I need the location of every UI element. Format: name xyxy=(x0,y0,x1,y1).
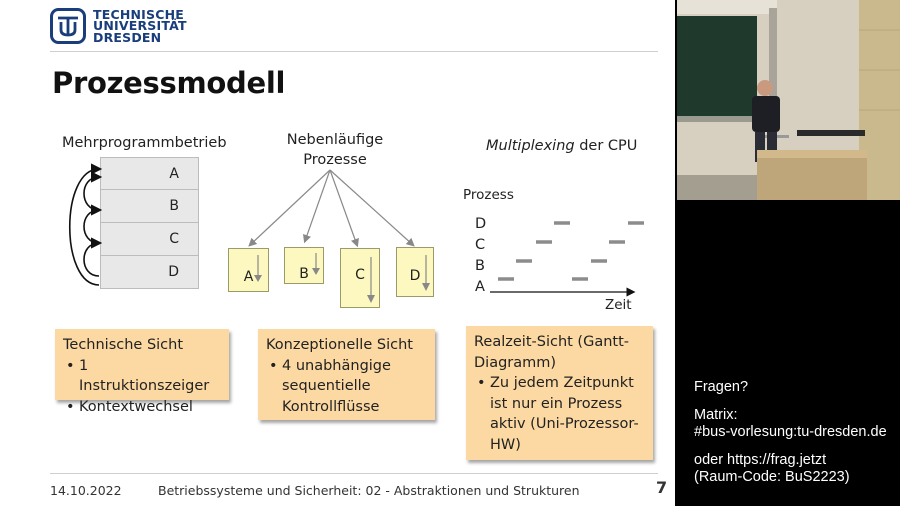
label-rest: der CPU xyxy=(574,138,638,154)
label-line: Nebenläufige xyxy=(286,132,384,148)
speaker-video xyxy=(677,0,900,200)
note-list: Zu jedem Zeitpunkt ist nur ein Prozess a… xyxy=(474,373,645,455)
note-heading: Technische Sicht xyxy=(63,337,184,353)
multiprogramming-label: Mehrprogrammbetrieb xyxy=(62,135,227,151)
gantt-y-axis-label: Prozess xyxy=(463,187,514,203)
label-line: Prozesse xyxy=(303,152,367,168)
fork-arrows xyxy=(248,169,415,248)
slide: TECHNISCHE UNIVERSITÄT DRESDEN Prozessmo… xyxy=(0,0,675,506)
footer-date: 14.10.2022 xyxy=(50,483,122,498)
note-item: Zu jedem Zeitpunkt ist nur ein Prozess a… xyxy=(477,373,645,455)
qa-question: Fragen? xyxy=(694,379,749,395)
gantt-row-label: A xyxy=(475,279,485,295)
qa-alt-link: oder https://frag.jetzt xyxy=(694,451,827,468)
process-box-a: A xyxy=(228,248,269,292)
logo-line: TECHNISCHE xyxy=(93,6,184,22)
tu-dresden-emblem-icon xyxy=(50,8,86,44)
qa-matrix-label: Matrix: xyxy=(694,406,738,423)
process-label: C xyxy=(355,267,365,283)
stack-row: D xyxy=(100,256,199,289)
note-item: 4 unabhängige sequentielle Kontrollflüss… xyxy=(269,356,427,418)
process-box-b: B xyxy=(284,247,324,284)
control-flow-arrow xyxy=(422,255,430,291)
stack-row: A xyxy=(100,157,199,190)
tu-dresden-logo: TECHNISCHE UNIVERSITÄT DRESDEN xyxy=(50,8,187,44)
logo-line: UNIVERSITÄT xyxy=(93,18,187,34)
logo-text: TECHNISCHE UNIVERSITÄT DRESDEN xyxy=(93,6,187,45)
qa-matrix-room: #bus-vorlesung:tu-dresden.de xyxy=(694,424,887,440)
note-heading: Realzeit-Sicht (Gantt-Diagramm) xyxy=(474,334,629,371)
logo-line: DRESDEN xyxy=(93,29,162,45)
note-list: 4 unabhängige sequentielle Kontrollflüss… xyxy=(266,356,427,418)
process-label: D xyxy=(409,268,421,284)
gantt-row-label: B xyxy=(475,258,485,274)
cpu-multiplexing-label: Multiplexing der CPU xyxy=(486,138,637,154)
process-stack: A B C D xyxy=(100,157,199,289)
control-flow-arrow xyxy=(367,257,375,303)
process-label: A xyxy=(243,269,254,285)
header-divider xyxy=(50,51,658,52)
concurrent-processes-label: Nebenläufige Prozesse xyxy=(285,130,385,170)
note-technical-view: Technische Sicht 1 Instruktionszeiger Ko… xyxy=(55,329,229,417)
gantt-x-axis-label: Zeit xyxy=(605,297,632,313)
gantt-chart xyxy=(490,221,644,297)
footer-divider xyxy=(50,473,658,474)
note-item: Kontextwechsel xyxy=(66,397,221,418)
process-box-c: C xyxy=(340,248,380,308)
context-switch-arrows xyxy=(68,163,103,286)
control-flow-arrow xyxy=(312,253,320,275)
stack-row: C xyxy=(100,223,199,256)
process-label: B xyxy=(299,266,309,282)
label-italic: Multiplexing xyxy=(486,138,575,154)
gantt-row-label: C xyxy=(475,237,486,253)
stack-row: B xyxy=(100,190,199,223)
control-flow-arrow xyxy=(254,255,262,282)
process-box-d: D xyxy=(396,247,434,297)
lecture-hall-image xyxy=(677,0,900,200)
gantt-row-label: D xyxy=(475,216,487,232)
page-number: 7 xyxy=(656,478,668,497)
note-heading: Konzeptionelle Sicht xyxy=(266,337,413,353)
note-item: 1 Instruktionszeiger xyxy=(66,356,221,397)
qa-panel: Fragen? Matrix: #bus-vorlesung:tu-dresde… xyxy=(694,379,887,487)
gantt-bars xyxy=(498,221,644,281)
footer-course: Betriebssysteme und Sicherheit: 02 - Abs… xyxy=(158,483,580,498)
qa-room-code: (Raum-Code: BuS2223) xyxy=(694,469,850,485)
note-list: 1 Instruktionszeiger Kontextwechsel xyxy=(63,356,221,418)
slide-title: Prozessmodell xyxy=(52,66,286,100)
gantt-row-labels: D C B A xyxy=(475,214,486,298)
note-realtime-view: Realzeit-Sicht (Gantt-Diagramm) Zu jedem… xyxy=(466,326,653,460)
note-conceptual-view: Konzeptionelle Sicht 4 unabhängige seque… xyxy=(258,329,435,420)
